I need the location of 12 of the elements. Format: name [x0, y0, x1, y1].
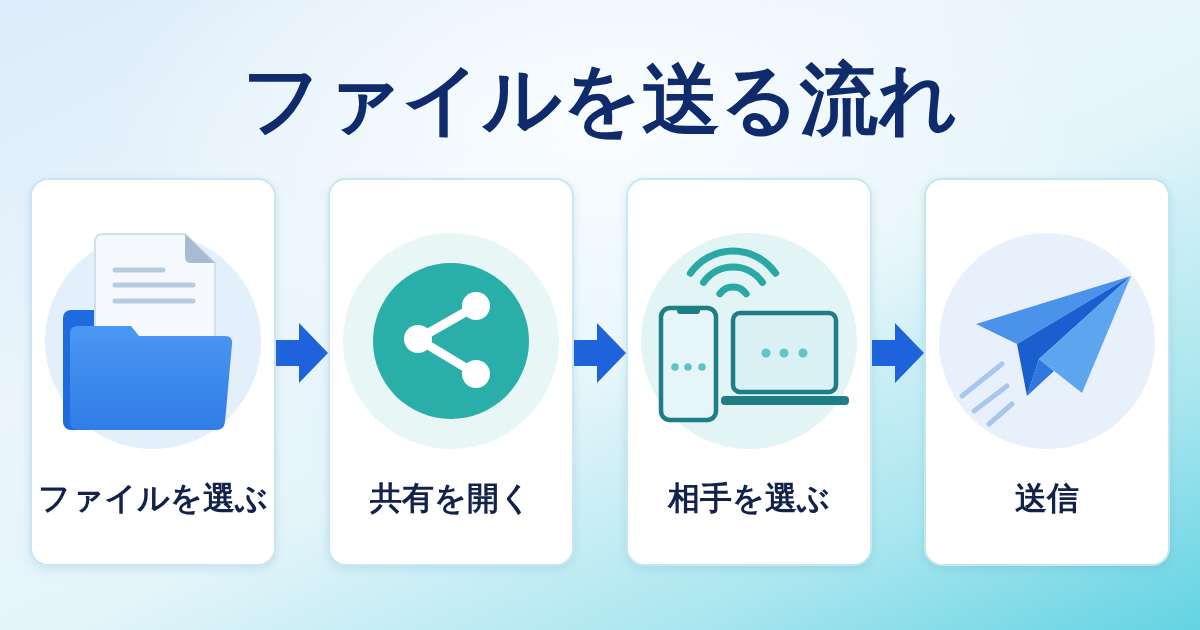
step-label: 相手を選ぶ — [668, 479, 830, 518]
step-label: ファイルを選ぶ — [38, 479, 268, 518]
step-card — [626, 178, 872, 566]
arrow — [872, 323, 924, 383]
step-card — [328, 178, 574, 566]
arrow — [276, 323, 328, 383]
step-card — [30, 178, 276, 566]
arrow — [574, 323, 626, 383]
step-card — [924, 178, 1170, 566]
step-label: 送信 — [1015, 479, 1079, 518]
step-label: 共有を開く — [370, 479, 532, 518]
title: ファイルを送る流れ — [242, 57, 958, 143]
